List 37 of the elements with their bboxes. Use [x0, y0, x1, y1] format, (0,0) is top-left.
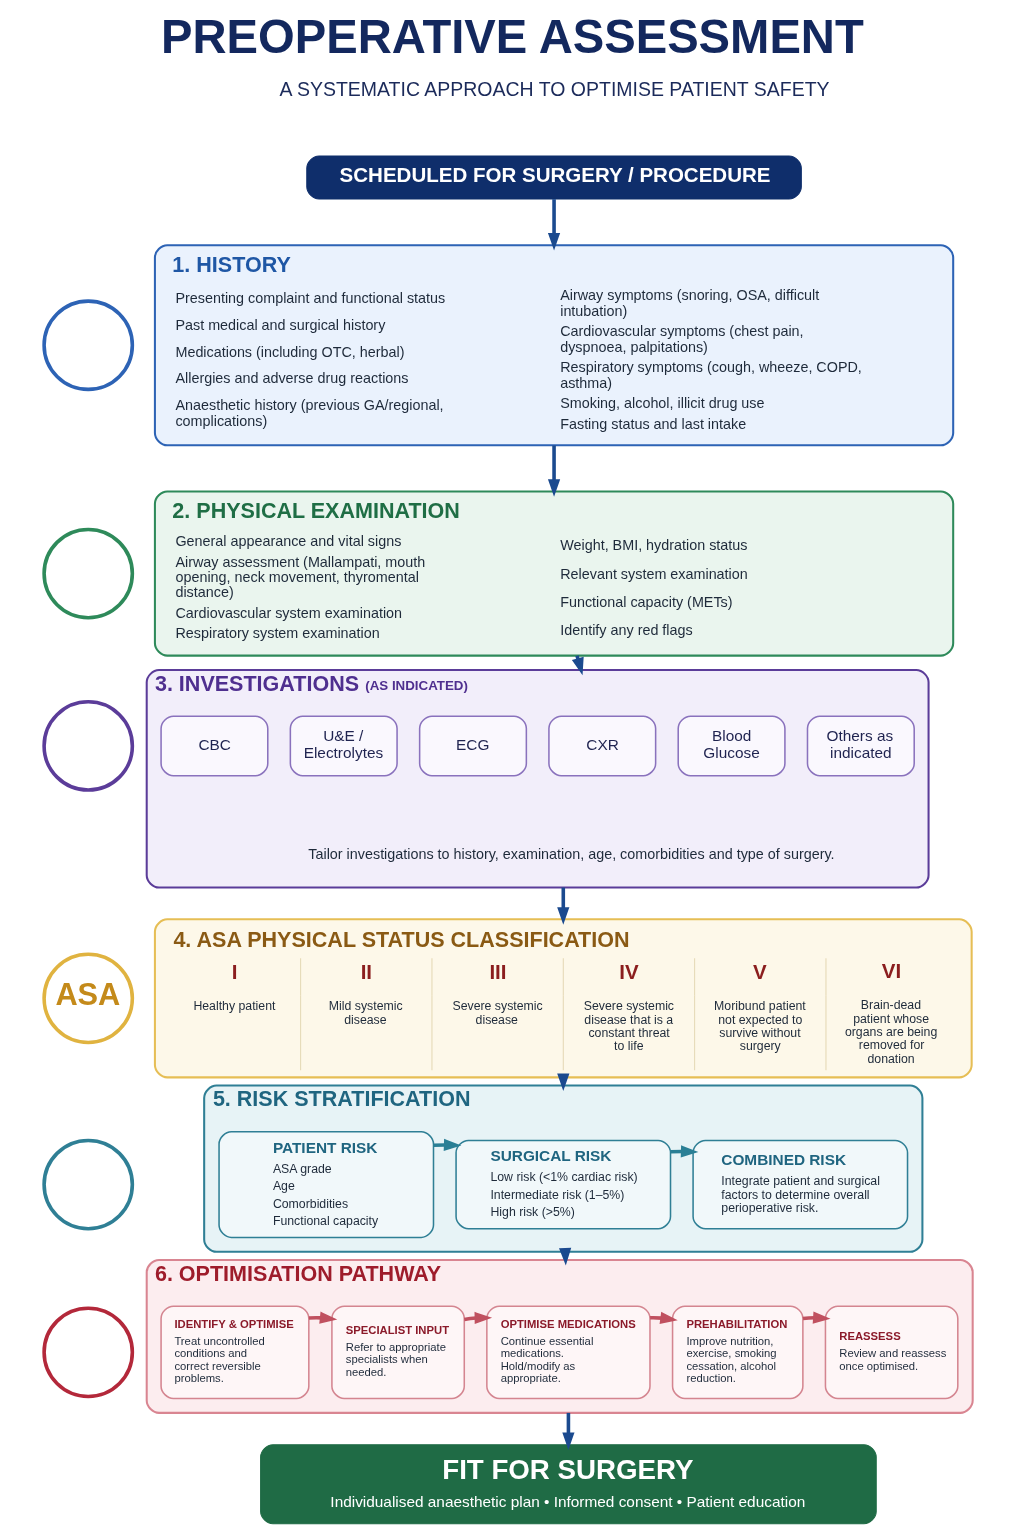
node-box: IDENTIFY & OPTIMISE Treat uncontrolled conditions and correct reversible problems. [159, 1305, 310, 1400]
node-box: PATIENT RISK ASA grade Age Comorbidities Functional capacity [217, 1130, 434, 1239]
arrow [802, 1311, 831, 1324]
node-box: Others as indicated [806, 715, 915, 777]
arrow [308, 1311, 337, 1324]
node-box: REASSESS Review and reassess once optimised. [824, 1305, 959, 1400]
node-box: SCHEDULED FOR SURGERY / PROCEDURE [305, 155, 802, 200]
arrow [558, 1247, 571, 1266]
arrow [556, 1073, 569, 1091]
node-box: 1. HISTORY Presenting complaint and functional status Past medical and surgical history Medications (including OTC, herbal) Allergies and adverse drug reactions Anaesthetic history (previous GA/regional, complications) Airway symptoms (snoring, OSA, difficult intubation) Cardiovascular symptoms (chest pain, dyspnoea, palpitations) Respiratory symptoms (cough, wheeze, COPD, asthma) Smoking, alcohol, illicit drug use Fasting status and last intake [153, 244, 954, 447]
label: A SYSTEMATIC APPROACH TO OPTIMISE PATIENT SAFETY [279, 78, 830, 101]
arrow [556, 887, 569, 925]
node-box: CXR [547, 715, 656, 777]
node-circle [41, 527, 134, 620]
node-box: 2. PHYSICAL EXAMINATION General appearance and vital signs Airway assessment (Mallampati, mouth opening, neck movement, thyromental distance) Cardiovascular system examination Respiratory system examination Weight, BMI, hydration status Relevant system examination Functional capacity (METs) Identify any red flags [153, 490, 954, 657]
node-box: SURGICAL RISK Low risk (<1% cardiac risk) Intermediate risk (1–5%) High risk (>5%) [454, 1139, 671, 1230]
node-circle [41, 700, 134, 792]
arrow [547, 445, 560, 497]
node-circle: ASA [41, 952, 134, 1045]
node-box: PREHABILITATION Improve nutrition, exercise, smoking cessation, alcohol reduction. [671, 1305, 804, 1400]
node-circle [41, 1306, 134, 1399]
node-box: OPTIMISE MEDICATIONS Continue essential medications. Hold/modify as appropriate. [485, 1305, 651, 1400]
arrow [561, 1412, 575, 1450]
arrow [649, 1311, 678, 1324]
node-box: CBC [159, 715, 269, 777]
node-box: U&E / Electrolytes [289, 715, 398, 777]
node-circle [41, 299, 134, 392]
node-box: ECG [418, 715, 527, 777]
node-box: FIT FOR SURGERY Individualised anaesthetic plan • Informed consent • Patient education [259, 1444, 877, 1525]
node-box: COMBINED RISK Integrate patient and surgical factors to determine overall perioperative risk. [691, 1139, 908, 1230]
arrow [547, 199, 560, 251]
arrow [433, 1138, 461, 1151]
node-box: SPECIALIST INPUT Refer to appropriate specialists when needed. [330, 1305, 465, 1400]
arrow [463, 1311, 492, 1325]
diagram-title: PREOPERATIVE ASSESSMENT [160, 10, 864, 64]
node-box: Blood Glucose [676, 715, 786, 777]
node-circle [41, 1138, 134, 1231]
